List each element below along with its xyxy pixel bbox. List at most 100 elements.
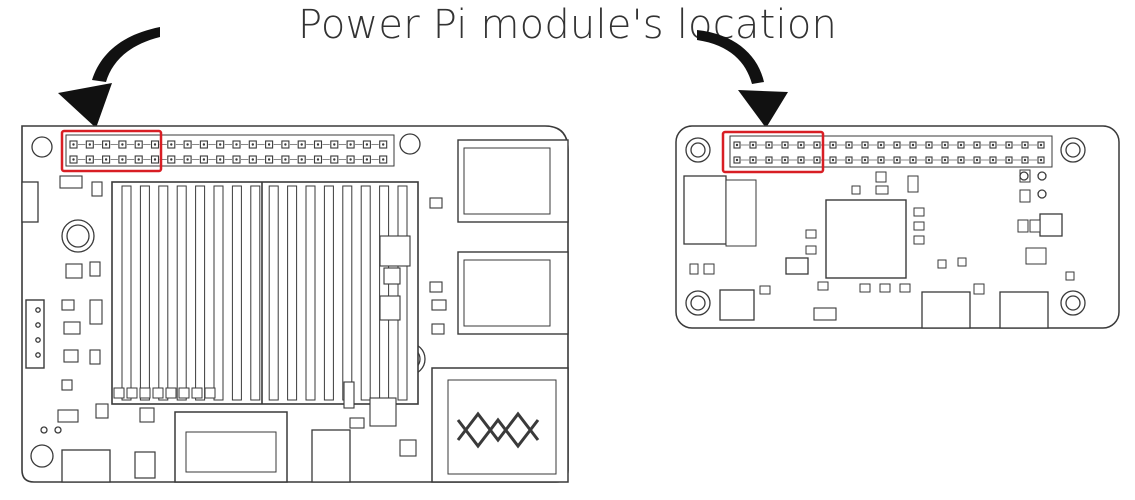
bottom-header-pin <box>204 387 216 399</box>
large-power-pi-highlight <box>60 129 163 173</box>
large-pin-dot <box>300 158 303 161</box>
large-heatsink <box>111 181 419 405</box>
sd-card-contacts <box>725 179 757 247</box>
bottom-header-pin <box>139 387 151 399</box>
heatsink-fin <box>158 185 169 401</box>
large-smd-component <box>89 299 103 325</box>
large-board-mount-hole <box>30 444 54 468</box>
ethernet-lattice <box>456 411 540 443</box>
large-pin-dot <box>284 158 287 161</box>
small-pin-dot <box>847 158 851 162</box>
curved-arrow-icon-shaft <box>697 30 764 84</box>
small-pin-dot <box>767 158 771 162</box>
heatsink-fin <box>379 185 390 401</box>
small-pin-dot <box>1039 143 1043 147</box>
large-test-pad <box>40 426 48 434</box>
side-connector-pin <box>35 337 41 343</box>
power-jack <box>311 429 351 483</box>
small-pin-dot <box>943 158 947 162</box>
small-smd-component <box>913 235 925 245</box>
side-connector <box>25 299 45 369</box>
large-pin-dot <box>251 158 254 161</box>
large-smd-component <box>57 409 79 423</box>
large-smd-component <box>349 417 365 429</box>
small-pin-dot <box>879 158 883 162</box>
small-smd-component <box>1029 219 1041 233</box>
small-smd-component <box>957 257 967 267</box>
large-pin-dot <box>186 143 189 146</box>
small-smd-component <box>875 185 889 195</box>
small-board-mount-ring <box>690 295 706 311</box>
small-smd-component <box>937 259 947 269</box>
large-pin-dot <box>333 158 336 161</box>
large-smd-component <box>139 407 155 423</box>
small-pin-dot <box>1007 158 1011 162</box>
large-smd-component <box>59 175 83 189</box>
side-connector-pin <box>35 352 41 358</box>
small-pin-dot <box>991 158 995 162</box>
small-board-mount-ring <box>690 142 706 158</box>
small-pin-dot <box>943 143 947 147</box>
small-pin-dot <box>831 143 835 147</box>
bottom-header-pin <box>113 387 125 399</box>
small-smd-component <box>805 229 817 239</box>
heatsink-fin <box>360 185 371 401</box>
large-pin-dot <box>349 143 352 146</box>
large-pin-dot <box>72 143 75 146</box>
bottom-header-pin <box>178 387 190 399</box>
micro-usb-port <box>999 291 1049 329</box>
side-connector-pin <box>35 322 41 328</box>
small-pin-dot <box>815 143 819 147</box>
small-smd-component <box>689 263 699 275</box>
large-pin-dot <box>137 158 140 161</box>
small-pin-dot <box>911 158 915 162</box>
small-pin-dot <box>895 158 899 162</box>
heatsink-fin <box>250 185 261 401</box>
large-pin-dot <box>382 143 385 146</box>
small-pin-dot <box>751 158 755 162</box>
large-pin-dot <box>349 158 352 161</box>
heatsink-fin <box>231 185 242 401</box>
soc-chip <box>825 199 907 279</box>
usb-c-port <box>61 449 111 483</box>
small-smd-component <box>913 207 925 217</box>
large-pin-dot <box>104 143 108 146</box>
small-pin-dot <box>799 143 803 147</box>
large-header-body <box>65 134 395 167</box>
large-board <box>21 125 569 483</box>
large-smd-component <box>431 299 447 311</box>
heatsink-fin <box>213 185 224 401</box>
large-pin-dot <box>104 158 108 161</box>
heatsink-fin <box>305 185 316 401</box>
small-test-pad <box>1019 171 1029 181</box>
small-smd-component <box>1065 271 1075 281</box>
large-smd-component <box>429 281 443 293</box>
small-gpio-header <box>729 135 1053 168</box>
large-pin-dot <box>153 143 157 146</box>
small-smd-component <box>907 175 919 193</box>
large-pin-dot <box>267 143 271 146</box>
bottom-header-pin <box>126 387 138 399</box>
small-smd-component <box>913 221 925 231</box>
side-connector-pin <box>35 307 41 313</box>
small-pin-dot <box>975 143 979 147</box>
large-pin-dot <box>170 143 173 146</box>
small-board <box>675 125 1120 329</box>
small-smd-component <box>879 283 891 293</box>
curved-arrow-icon-shaft <box>92 27 160 82</box>
sd-card-slot <box>683 175 727 245</box>
large-pin-dot <box>219 143 222 146</box>
small-smd-component <box>1019 189 1031 203</box>
heatsink-fin <box>397 185 408 401</box>
small-smd-component <box>759 285 771 295</box>
large-pin-dot <box>121 143 124 146</box>
large-smd-component <box>61 379 73 391</box>
small-pin-dot <box>735 143 739 147</box>
small-pin-dot <box>959 158 963 162</box>
large-smd-component <box>369 397 397 427</box>
small-pin-dot <box>1023 158 1027 162</box>
small-pin-dot <box>783 158 787 162</box>
large-board-mount-hole <box>31 136 53 158</box>
large-pin-dot <box>235 158 238 161</box>
small-smd-component <box>703 263 715 275</box>
